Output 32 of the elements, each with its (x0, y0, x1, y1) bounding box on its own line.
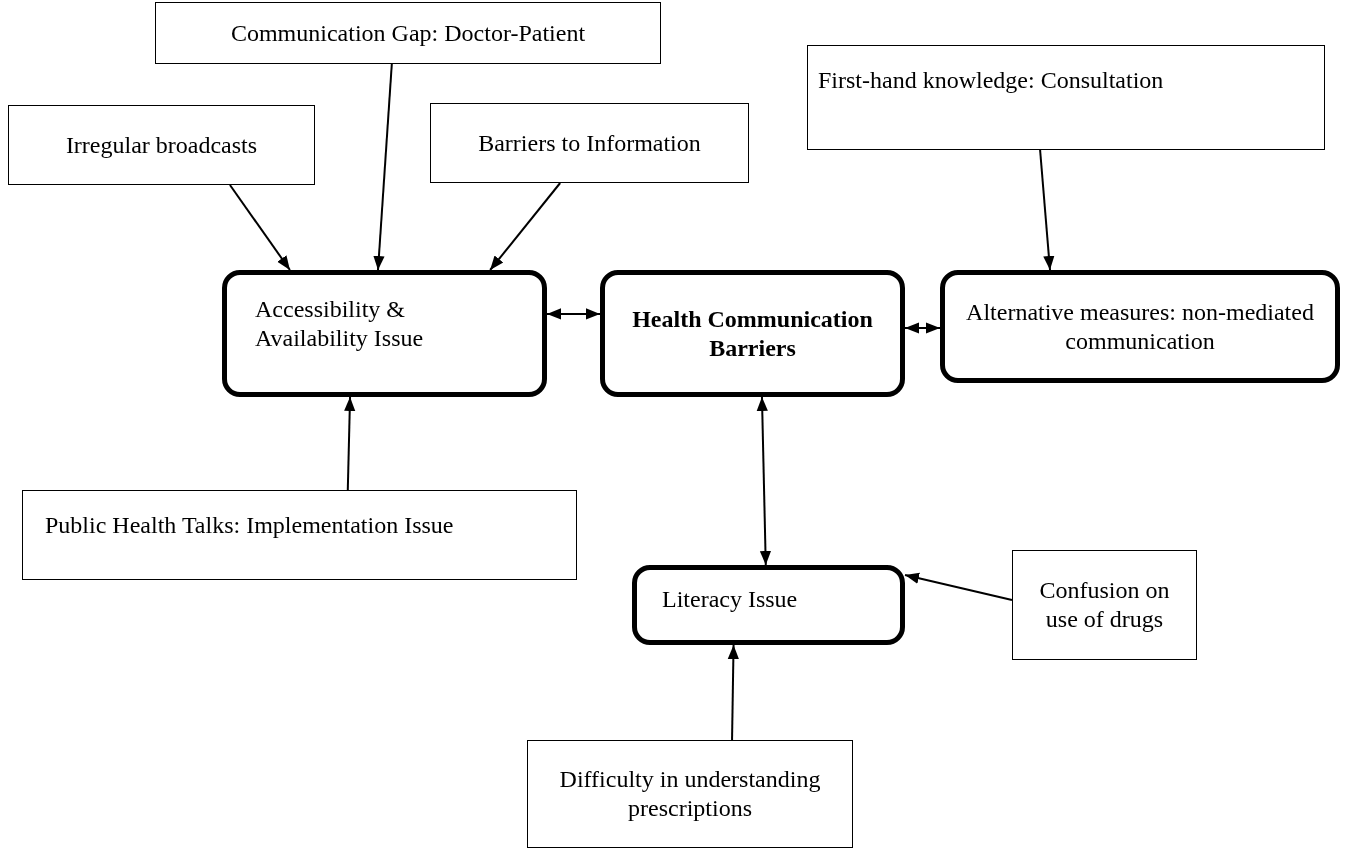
node-label: First-hand knowledge: Consultation (818, 66, 1164, 95)
node-label: Difficulty in understanding prescriptions (558, 765, 822, 823)
rounded-box (632, 565, 905, 645)
node-label: Literacy Issue (662, 585, 798, 614)
node-label: Irregular broadcasts (65, 130, 258, 160)
node-label: Confusion on use of drugs (1038, 576, 1171, 634)
text-box (807, 45, 1325, 150)
rounded-box (222, 270, 547, 397)
text-box (1012, 550, 1197, 660)
rounded-box (600, 270, 905, 397)
arrow (727, 644, 739, 741)
arrow (904, 572, 1013, 602)
arrow (904, 322, 941, 334)
arrow (489, 182, 562, 271)
arrow (546, 308, 601, 320)
node-label: Alternative measures: non-mediated communication (965, 297, 1315, 356)
arrow (1039, 149, 1055, 271)
node-label: Accessibility & Availability Issue (255, 295, 425, 353)
text-box (22, 490, 577, 580)
node-label: Barriers to Information (478, 128, 701, 158)
node-label: Health Communication Barriers (631, 304, 874, 363)
rounded-box (940, 270, 1340, 383)
arrow (344, 396, 356, 491)
arrow (373, 63, 393, 271)
node-label: Public Health Talks: Implementation Issue (45, 511, 454, 540)
arrow (228, 184, 291, 271)
node-label: Communication Gap: Doctor-Patient (230, 18, 586, 48)
text-box (8, 105, 315, 185)
text-box (430, 103, 749, 183)
text-box (155, 2, 661, 64)
arrow (756, 396, 772, 566)
text-box (527, 740, 853, 848)
